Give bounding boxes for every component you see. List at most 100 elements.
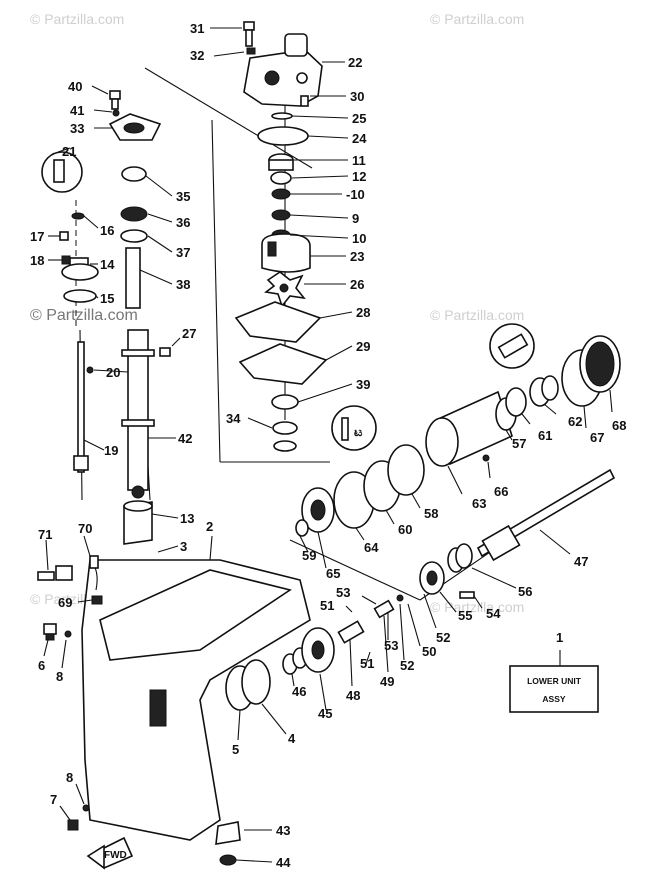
fwd-arrow: FWD	[86, 836, 134, 870]
callout: 51	[360, 656, 374, 671]
gear-45	[301, 627, 335, 673]
callout: 11	[352, 153, 366, 168]
pin-17	[59, 231, 69, 241]
callout: 42	[178, 431, 192, 446]
plate-28	[234, 301, 322, 343]
callout: 13	[180, 511, 194, 526]
o-ring-37	[120, 229, 148, 243]
bushing-35	[121, 166, 147, 182]
callout: 60	[398, 522, 412, 537]
prop-shaft-47	[476, 468, 616, 562]
callout: 31	[190, 21, 204, 36]
callout: 27	[182, 326, 196, 341]
callout: 2	[206, 519, 213, 534]
callout: 14	[100, 257, 115, 272]
seal-58	[387, 444, 425, 496]
callout: 4	[288, 731, 296, 746]
lower-casing-2	[81, 559, 311, 841]
hose-71	[37, 565, 73, 581]
callout: 45	[318, 706, 332, 721]
callout: 29	[356, 339, 370, 354]
ball-50	[396, 594, 404, 602]
callout: 18	[30, 253, 44, 268]
callout: 44	[276, 855, 291, 870]
callout: 34	[226, 411, 241, 426]
gear-65	[301, 487, 335, 533]
callout: 68	[612, 418, 626, 433]
callout: 48	[346, 688, 360, 703]
shift-rod-19	[73, 341, 89, 473]
callout: 20	[106, 365, 120, 380]
callout: 23	[350, 249, 364, 264]
o-ring-15	[63, 289, 97, 303]
bolt-20	[86, 366, 94, 374]
callout: 16	[100, 223, 114, 238]
callout: 7	[50, 792, 57, 807]
callout: 56	[518, 584, 532, 599]
detail-circle-34: ಟ	[331, 405, 377, 451]
seal-62b	[541, 375, 559, 401]
washer-59	[295, 519, 309, 537]
callout: 30	[350, 89, 364, 104]
callout: 55	[458, 608, 472, 623]
callout: 8	[56, 669, 63, 684]
watermark: © Partzilla.com	[430, 599, 524, 615]
callout: 63	[472, 496, 486, 511]
callout: 6	[38, 658, 45, 673]
spring-56	[447, 543, 473, 573]
detail-circle-62	[489, 323, 535, 369]
sleeve-13	[123, 500, 153, 545]
callout: 19	[104, 443, 118, 458]
gasket-24	[257, 126, 309, 146]
watermarks: © Partzilla.com © Partzilla.com © Partzi…	[30, 11, 524, 615]
callout: 66	[494, 484, 508, 499]
callout: 59	[302, 548, 316, 563]
bearing-4-5	[225, 659, 271, 711]
drive-shaft-38-42	[121, 247, 155, 499]
callout: 52	[436, 630, 450, 645]
ring-25	[271, 112, 293, 120]
callout: 3	[180, 539, 187, 554]
seal-12	[270, 171, 292, 185]
cap-33	[108, 113, 162, 141]
callout: 67	[590, 430, 604, 445]
collar-34	[272, 421, 298, 452]
washer-8b	[82, 804, 90, 812]
insert-11	[268, 153, 294, 171]
screw-6	[43, 623, 57, 641]
callout: 71	[38, 527, 52, 542]
watermark: © Partzilla.com	[30, 307, 138, 324]
callout: 70	[78, 521, 92, 536]
callout: 10	[352, 231, 366, 246]
lower-unit-assy-box: LOWER UNIT ASSY	[509, 665, 599, 713]
callout: 50	[422, 644, 436, 659]
callout: 36	[176, 215, 190, 230]
watermark: © Partzilla.com	[30, 11, 124, 27]
hose-70	[89, 555, 99, 591]
clip-69	[91, 595, 103, 605]
shift-slider-49	[373, 599, 395, 619]
watermark: © Partzilla.com	[430, 307, 524, 323]
callout: 5	[232, 742, 239, 757]
callout: 21	[62, 144, 76, 159]
clip-16	[71, 212, 85, 220]
seal-36	[120, 206, 148, 222]
callout: 51	[320, 598, 334, 613]
washer-32	[246, 47, 256, 55]
callout: 53	[384, 638, 398, 653]
callout: 1	[556, 630, 563, 645]
callout: 65	[326, 566, 340, 581]
callout: 22	[348, 55, 362, 70]
pin-66	[482, 454, 490, 462]
washer-8a	[64, 630, 72, 638]
seal-10	[271, 188, 291, 200]
callout: 28	[356, 305, 370, 320]
callout: 8	[66, 770, 73, 785]
callout: 40	[68, 79, 82, 94]
callout: 46	[292, 684, 306, 699]
cap-68	[579, 335, 621, 393]
callout: 62	[568, 414, 582, 429]
impeller-housing-23	[261, 233, 311, 273]
callout: 69	[58, 595, 72, 610]
